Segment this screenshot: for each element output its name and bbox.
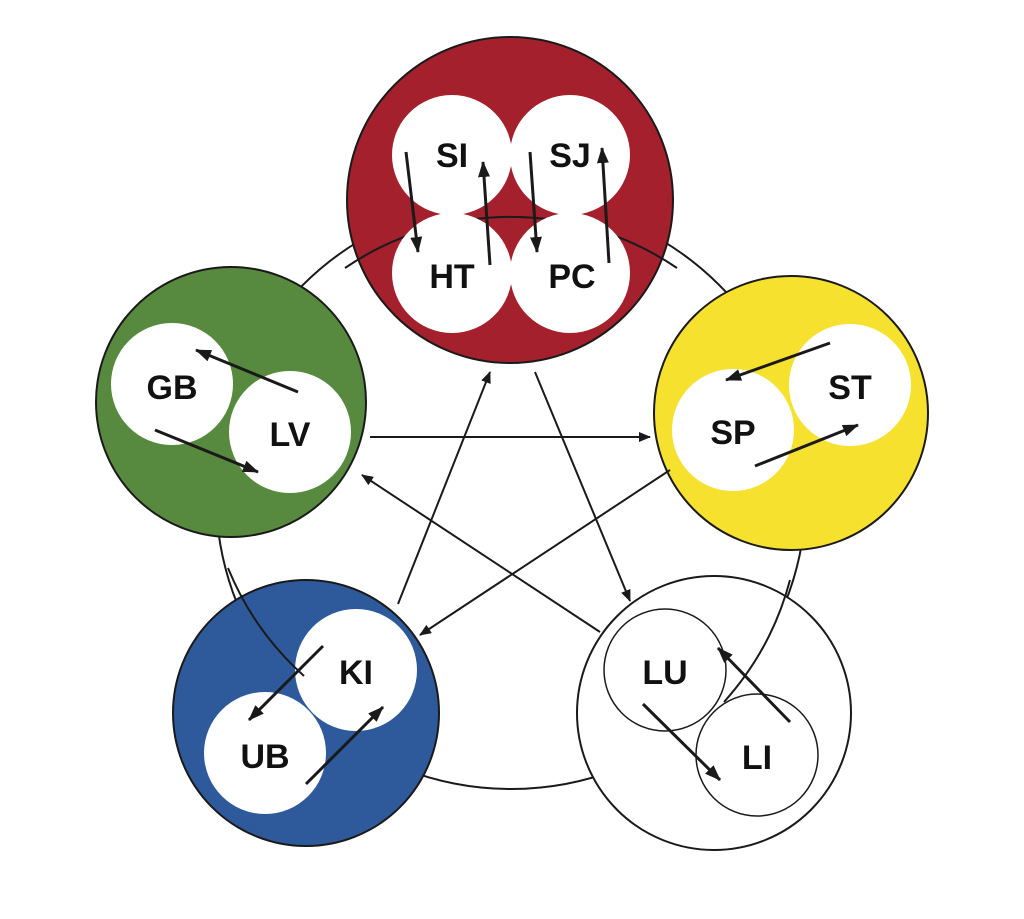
ki-circle <box>295 609 417 731</box>
metal-organs <box>603 608 819 817</box>
label-ki: KI <box>339 654 373 692</box>
arrow-st-to-sp <box>725 341 831 382</box>
arrow-water-to-fire <box>397 371 491 605</box>
st-circle <box>789 324 911 446</box>
lv-circle <box>229 371 351 493</box>
arrow-lu-to-li <box>641 702 722 782</box>
label-gb: GB <box>147 369 198 407</box>
label-si: SI <box>436 137 468 175</box>
organ-labels: SI SJ HT PC GB LV ST SP KI UB LU LI <box>147 137 872 777</box>
arrow-si-to-ht <box>404 151 423 253</box>
label-ub: UB <box>240 738 289 776</box>
lu-circle <box>603 608 727 732</box>
arrow-sj-to-pc <box>528 151 542 253</box>
sp-circle <box>672 369 794 491</box>
label-sj: SJ <box>549 137 591 175</box>
arrow-gb-to-lv <box>154 428 259 474</box>
label-pc: PC <box>548 258 595 296</box>
arrow-metal-to-wood <box>361 474 601 633</box>
arrow-lv-to-gb <box>195 348 299 394</box>
organ-pair-arrows <box>154 147 859 786</box>
label-sp: SP <box>710 414 755 452</box>
generating-cycle-arc-lower-right <box>723 579 791 703</box>
arrow-fire-to-metal <box>534 371 631 602</box>
arrow-pc-to-sj <box>596 147 611 264</box>
earth-organs <box>672 324 911 491</box>
label-ht: HT <box>429 258 475 296</box>
arrow-ub-to-ki <box>304 705 385 786</box>
si-circle <box>392 95 512 215</box>
fire-element-disc <box>346 36 674 364</box>
arrow-earth-to-water <box>419 469 671 636</box>
label-st: ST <box>828 369 872 407</box>
sj-circle <box>510 95 630 215</box>
label-lv: LV <box>270 416 311 454</box>
label-lu: LU <box>642 654 687 692</box>
ub-circle <box>204 692 326 814</box>
arrow-ki-to-ub <box>247 644 325 722</box>
water-organs <box>204 609 417 814</box>
arrow-ht-to-si <box>478 161 492 266</box>
controlling-cycle-arrows <box>361 371 671 636</box>
generating-cycle-arc-lower-left <box>227 567 305 677</box>
arrow-sp-to-st <box>754 423 859 468</box>
arrow-li-to-lu <box>716 646 792 724</box>
generating-cycle-arc-top <box>344 215 678 269</box>
label-li: LI <box>742 739 772 777</box>
